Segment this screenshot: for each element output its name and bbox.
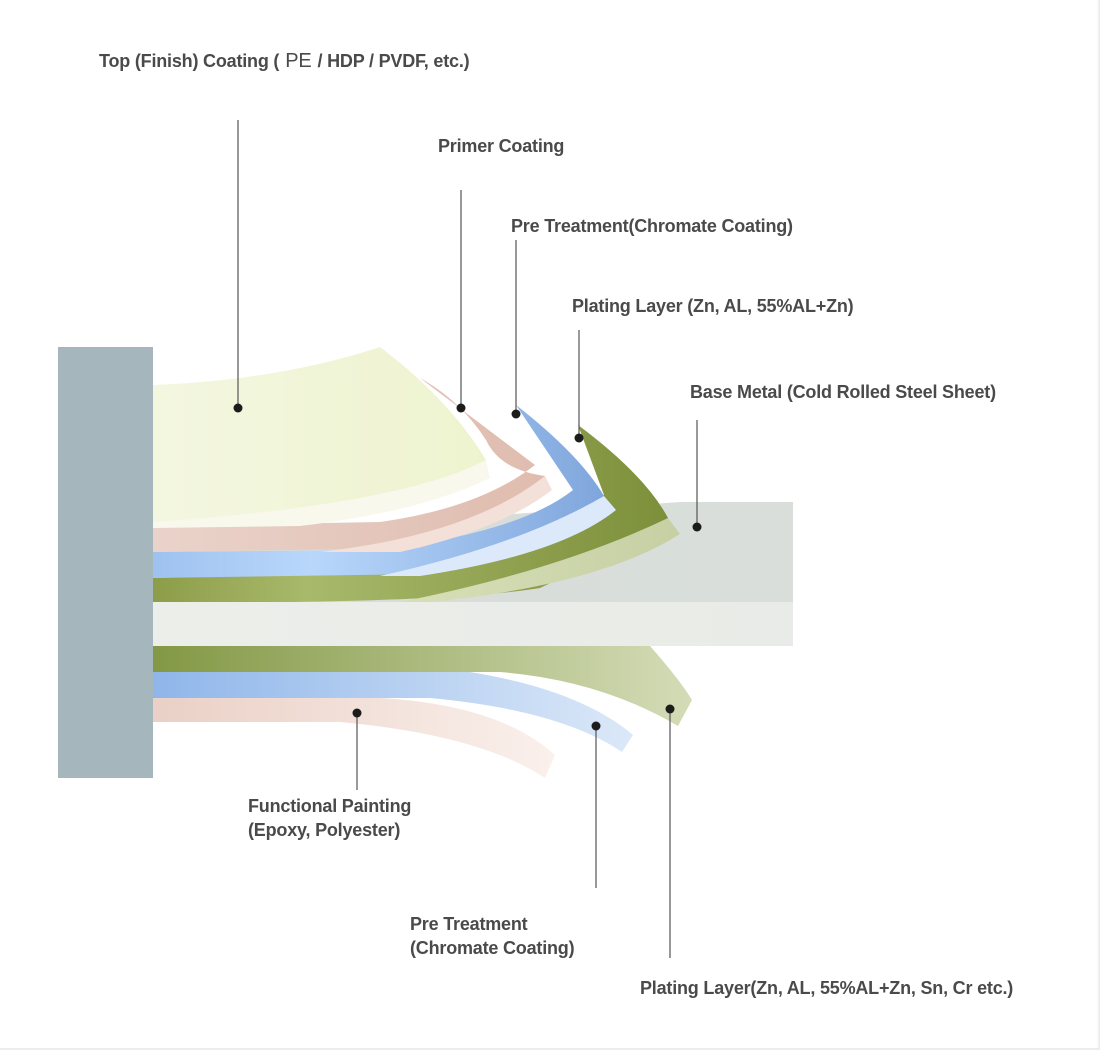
dot-plating-upper: [574, 433, 584, 443]
pretreat-layer-upper: [153, 405, 604, 578]
base-metal-front-face: [153, 602, 793, 646]
pretreat-layer-lower: [153, 672, 633, 752]
plating-layer-upper-edge: [400, 518, 680, 602]
plating-layer-lower: [153, 646, 692, 726]
dot-top-coating: [233, 403, 243, 413]
label-primer: Primer Coating: [438, 136, 565, 156]
pretreat-layer-upper-edge: [380, 496, 616, 576]
clamp-block: [58, 347, 153, 778]
label-pretreat-lower-line1: Pre Treatment: [410, 914, 528, 934]
label-pretreat-lower-line2: (Chromate Coating): [410, 938, 575, 958]
dot-pretreat-lower: [591, 721, 601, 731]
label-pretreat-lower: Pre Treatment (Chromate Coating): [410, 912, 575, 960]
label-base-metal: Base Metal (Cold Rolled Steel Sheet): [690, 382, 996, 402]
top-coating-layer: [153, 347, 486, 526]
top-coating-layer-edge: [153, 460, 490, 528]
primer-layer-upper: [153, 378, 545, 552]
primer-layer-lower: [153, 698, 555, 778]
plating-layer-upper: [153, 425, 668, 603]
label-top-coating-pe: PE: [285, 50, 312, 72]
label-functional-line2: (Epoxy, Polyester): [248, 820, 401, 840]
label-plating-upper: Plating Layer (Zn, AL, 55%AL+Zn): [572, 296, 854, 316]
label-top-coating-prefix: Top (Finish) Coating (: [99, 51, 280, 71]
primer-layer-upper-edge: [320, 476, 552, 552]
label-top-coating: Top (Finish) Coating (PE/ HDP / PVDF, et…: [99, 49, 470, 73]
label-top-coating-suffix: / HDP / PVDF, etc.): [317, 51, 470, 71]
frame-right-edge: [1097, 0, 1100, 1050]
label-functional-line1: Functional Painting: [248, 796, 412, 816]
dot-plating-lower: [665, 704, 675, 714]
dot-functional: [352, 708, 362, 718]
label-plating-lower: Plating Layer(Zn, AL, 55%AL+Zn, Sn, Cr e…: [640, 978, 1014, 998]
dot-base-metal: [692, 522, 702, 532]
label-pretreat-upper: Pre Treatment(Chromate Coating): [511, 216, 793, 236]
dot-primer: [456, 403, 466, 413]
frame-bottom-edge: [0, 1048, 1100, 1050]
dot-pretreat-upper: [511, 409, 521, 419]
label-functional: Functional Painting (Epoxy, Polyester): [248, 794, 411, 842]
